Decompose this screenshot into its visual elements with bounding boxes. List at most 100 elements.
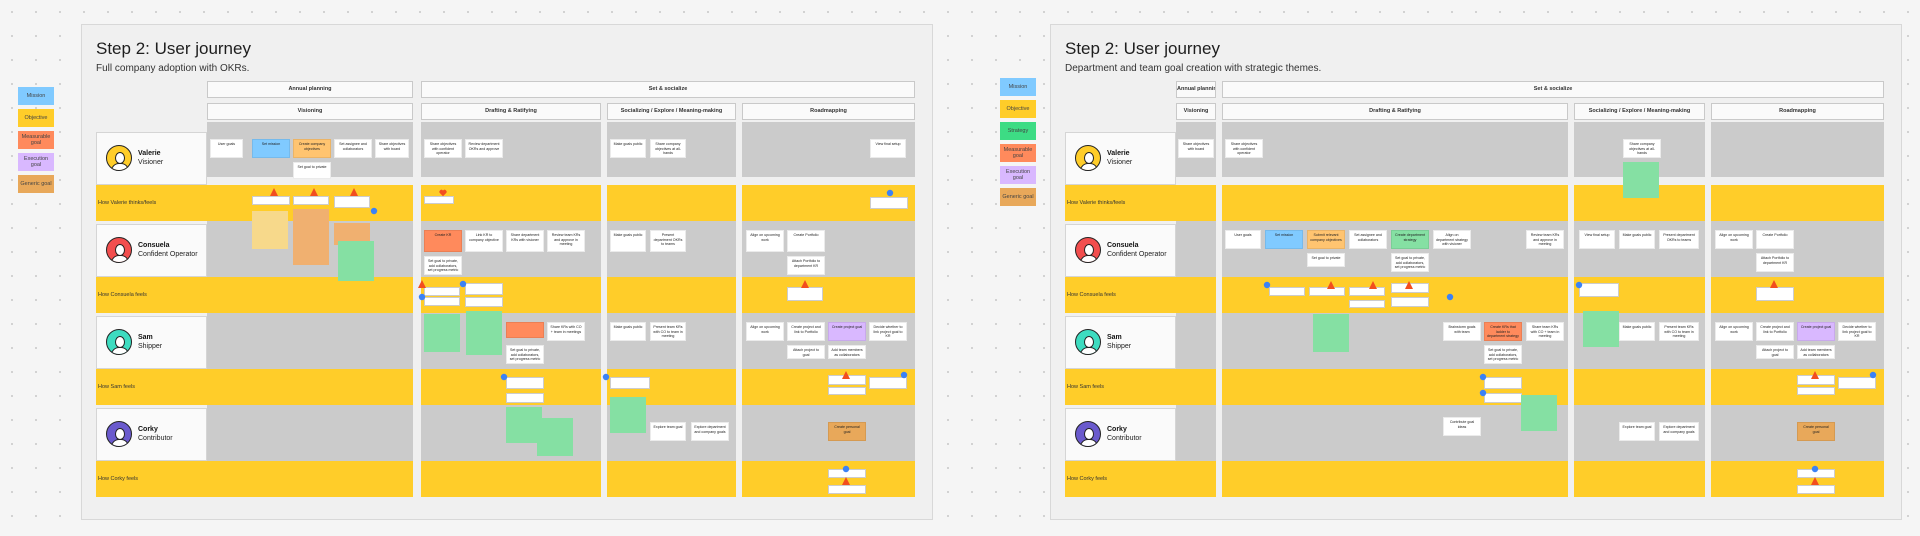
- sticky-step[interactable]: Explore department and company goals: [691, 422, 729, 441]
- sticky-step[interactable]: Add team members as collaborators: [1797, 345, 1835, 359]
- sticky-step[interactable]: Attach project to goal: [787, 345, 825, 359]
- sticky-step[interactable]: Set goal to private, add collaborators, …: [506, 345, 544, 364]
- sticky-step[interactable]: Add team members as collaborators: [828, 345, 866, 359]
- sticky-step[interactable]: Make goals public: [1619, 322, 1655, 341]
- sticky-objective[interactable]: Create company objectives: [293, 139, 331, 158]
- sticky-mission[interactable]: Set mission: [252, 139, 290, 158]
- sticky-step[interactable]: Explore team goal: [1619, 422, 1655, 441]
- sticky-step[interactable]: Make goals public: [610, 230, 646, 252]
- sticky-step[interactable]: Align on upcoming work: [1715, 322, 1753, 341]
- sticky-step[interactable]: Brainstorm goals with team: [1443, 322, 1481, 341]
- comment-card: [1579, 283, 1619, 297]
- sticky-step[interactable]: Attach Portfolio to department KR: [787, 256, 825, 275]
- stage-divider: [736, 122, 742, 497]
- sticky-step[interactable]: Explore department and company goals: [1659, 422, 1699, 441]
- sticky-step[interactable]: Share department KRs with visioner: [506, 230, 544, 252]
- sticky-step[interactable]: Create Portfolio: [1756, 230, 1794, 249]
- sticky-step[interactable]: Attach project to goal: [1756, 345, 1794, 359]
- stage-divider: [1568, 122, 1574, 497]
- stage-drafting: Drafting & Ratifying: [421, 103, 601, 120]
- sticky-step[interactable]: View final setup: [1579, 230, 1615, 249]
- sticky-step[interactable]: Align on department strategy with vision…: [1433, 230, 1471, 249]
- feel-lane-consuela: [96, 277, 915, 313]
- sticky-note: [466, 311, 502, 355]
- sticky-note: [1521, 395, 1557, 431]
- sticky-step[interactable]: Present team KRs with CO to team in meet…: [1659, 322, 1699, 341]
- sticky-step[interactable]: Create project and link to Portfolio: [1756, 322, 1794, 341]
- sticky-step[interactable]: Set goal to private: [1307, 253, 1345, 267]
- sticky-step[interactable]: Share objectives with confident operator: [1225, 139, 1263, 158]
- sticky-step[interactable]: Make goals public: [610, 322, 646, 341]
- warning-icon: [842, 477, 850, 485]
- sticky-step[interactable]: Align on upcoming work: [746, 230, 784, 252]
- sticky-step[interactable]: Share objectives with confident operator: [424, 139, 462, 158]
- sticky-note: [252, 211, 288, 249]
- comment-card: [465, 283, 503, 295]
- sticky-step[interactable]: Review team KRs and approve in meeting: [547, 230, 585, 252]
- sticky-step[interactable]: Attach Portfolio to department KR: [1756, 253, 1794, 272]
- lane-valerie: [1176, 122, 1884, 177]
- persona-role: Shipper: [1107, 343, 1132, 350]
- sticky-step[interactable]: Share objectives with board: [1178, 139, 1214, 158]
- sticky-measurable-goal[interactable]: Create KR: [424, 230, 462, 252]
- persona-name: Corky: [138, 426, 158, 433]
- comment-card: [1309, 287, 1345, 296]
- drop-icon: [500, 373, 508, 381]
- sticky-step[interactable]: Create project and link to Portfolio: [787, 322, 825, 341]
- legend-swatch: Execution goal: [1000, 166, 1036, 184]
- sticky-step[interactable]: Review team KRs and approve in meeting: [1526, 230, 1564, 249]
- sticky-step[interactable]: Share company objectives at all-hands: [1623, 139, 1661, 158]
- drop-icon: [1446, 293, 1454, 301]
- sticky-step[interactable]: Make goals public: [610, 139, 646, 158]
- board-full-company: Step 2: User journey Full company adopti…: [81, 24, 933, 520]
- sticky-step[interactable]: Set goal to private, add collaborators, …: [424, 256, 462, 275]
- sticky-step[interactable]: Present department OKRs to teams: [650, 230, 686, 252]
- sticky-step[interactable]: Present department OKRs to teams: [1659, 230, 1699, 249]
- sticky-measurable-goal[interactable]: Create KRs that ladder to department str…: [1484, 322, 1522, 341]
- avatar-sam: [1075, 329, 1101, 355]
- sticky-step[interactable]: Link KR to company objective: [465, 230, 503, 252]
- sticky-strategy[interactable]: Create department strategy: [1391, 230, 1429, 249]
- avatar-corky: [106, 421, 132, 447]
- sticky-step[interactable]: Set goal to private, add collaborators, …: [1484, 345, 1522, 364]
- sticky-step[interactable]: Explore team goal: [650, 422, 686, 441]
- sticky-measurable-goal[interactable]: [506, 322, 544, 338]
- sticky-step[interactable]: Present team KRs with CO to team in meet…: [650, 322, 686, 341]
- sticky-note: [424, 314, 460, 352]
- sticky-step[interactable]: Contribute goal ideas: [1443, 417, 1481, 436]
- sticky-step[interactable]: Set goal to private: [293, 162, 331, 179]
- comment-card: [424, 287, 460, 296]
- sticky-step[interactable]: Set assignee and collaborators: [1349, 230, 1387, 249]
- sticky-step[interactable]: Set goal to private, add collaborators, …: [1391, 253, 1429, 272]
- sticky-step[interactable]: Share team KRs with CO + team in meeting: [1526, 322, 1564, 341]
- sticky-step[interactable]: Decide whether to link project goal to K…: [1838, 322, 1876, 341]
- legend-swatch: Mission: [18, 87, 54, 105]
- sticky-step[interactable]: Align on upcoming work: [746, 322, 784, 341]
- stage-divider: [601, 122, 607, 497]
- sticky-step[interactable]: Share company objectives at all-hands: [650, 139, 686, 158]
- sticky-generic-goal[interactable]: Create personal goal: [828, 422, 866, 441]
- persona-role: Visioner: [1107, 159, 1133, 166]
- comment-card: [1838, 377, 1876, 389]
- sticky-step[interactable]: Review department OKRs and approve: [465, 139, 503, 158]
- sticky-execution-goal[interactable]: Create project goal: [828, 322, 866, 341]
- sticky-execution-goal[interactable]: Create project goal: [1797, 322, 1835, 341]
- sticky-step[interactable]: Create Portfolio: [787, 230, 825, 252]
- sticky-step[interactable]: Decide whether to link project goal to K…: [869, 322, 907, 341]
- avatar-corky: [1075, 421, 1101, 447]
- warning-icon: [842, 371, 850, 379]
- sticky-mission[interactable]: Set mission: [1265, 230, 1303, 249]
- avatar-consuela: [106, 237, 132, 263]
- sticky-step[interactable]: Set assignee and collaborators: [334, 139, 372, 158]
- sticky-step[interactable]: Share objectives with board: [375, 139, 409, 158]
- sticky-objective[interactable]: Submit relevant company objectives: [1307, 230, 1345, 249]
- sticky-step[interactable]: Share KRs with CO + team in meetings: [547, 322, 585, 341]
- sticky-step[interactable]: View final setup: [870, 139, 906, 158]
- sticky-generic-goal[interactable]: Create personal goal: [1797, 422, 1835, 441]
- drop-icon: [1869, 371, 1877, 379]
- sticky-step[interactable]: User goals: [1225, 230, 1261, 249]
- sticky-step[interactable]: Align on upcoming work: [1715, 230, 1753, 249]
- sticky-step[interactable]: User goals: [210, 139, 243, 158]
- legend-swatch: Strategy: [1000, 122, 1036, 140]
- sticky-step[interactable]: Make goals public: [1619, 230, 1655, 249]
